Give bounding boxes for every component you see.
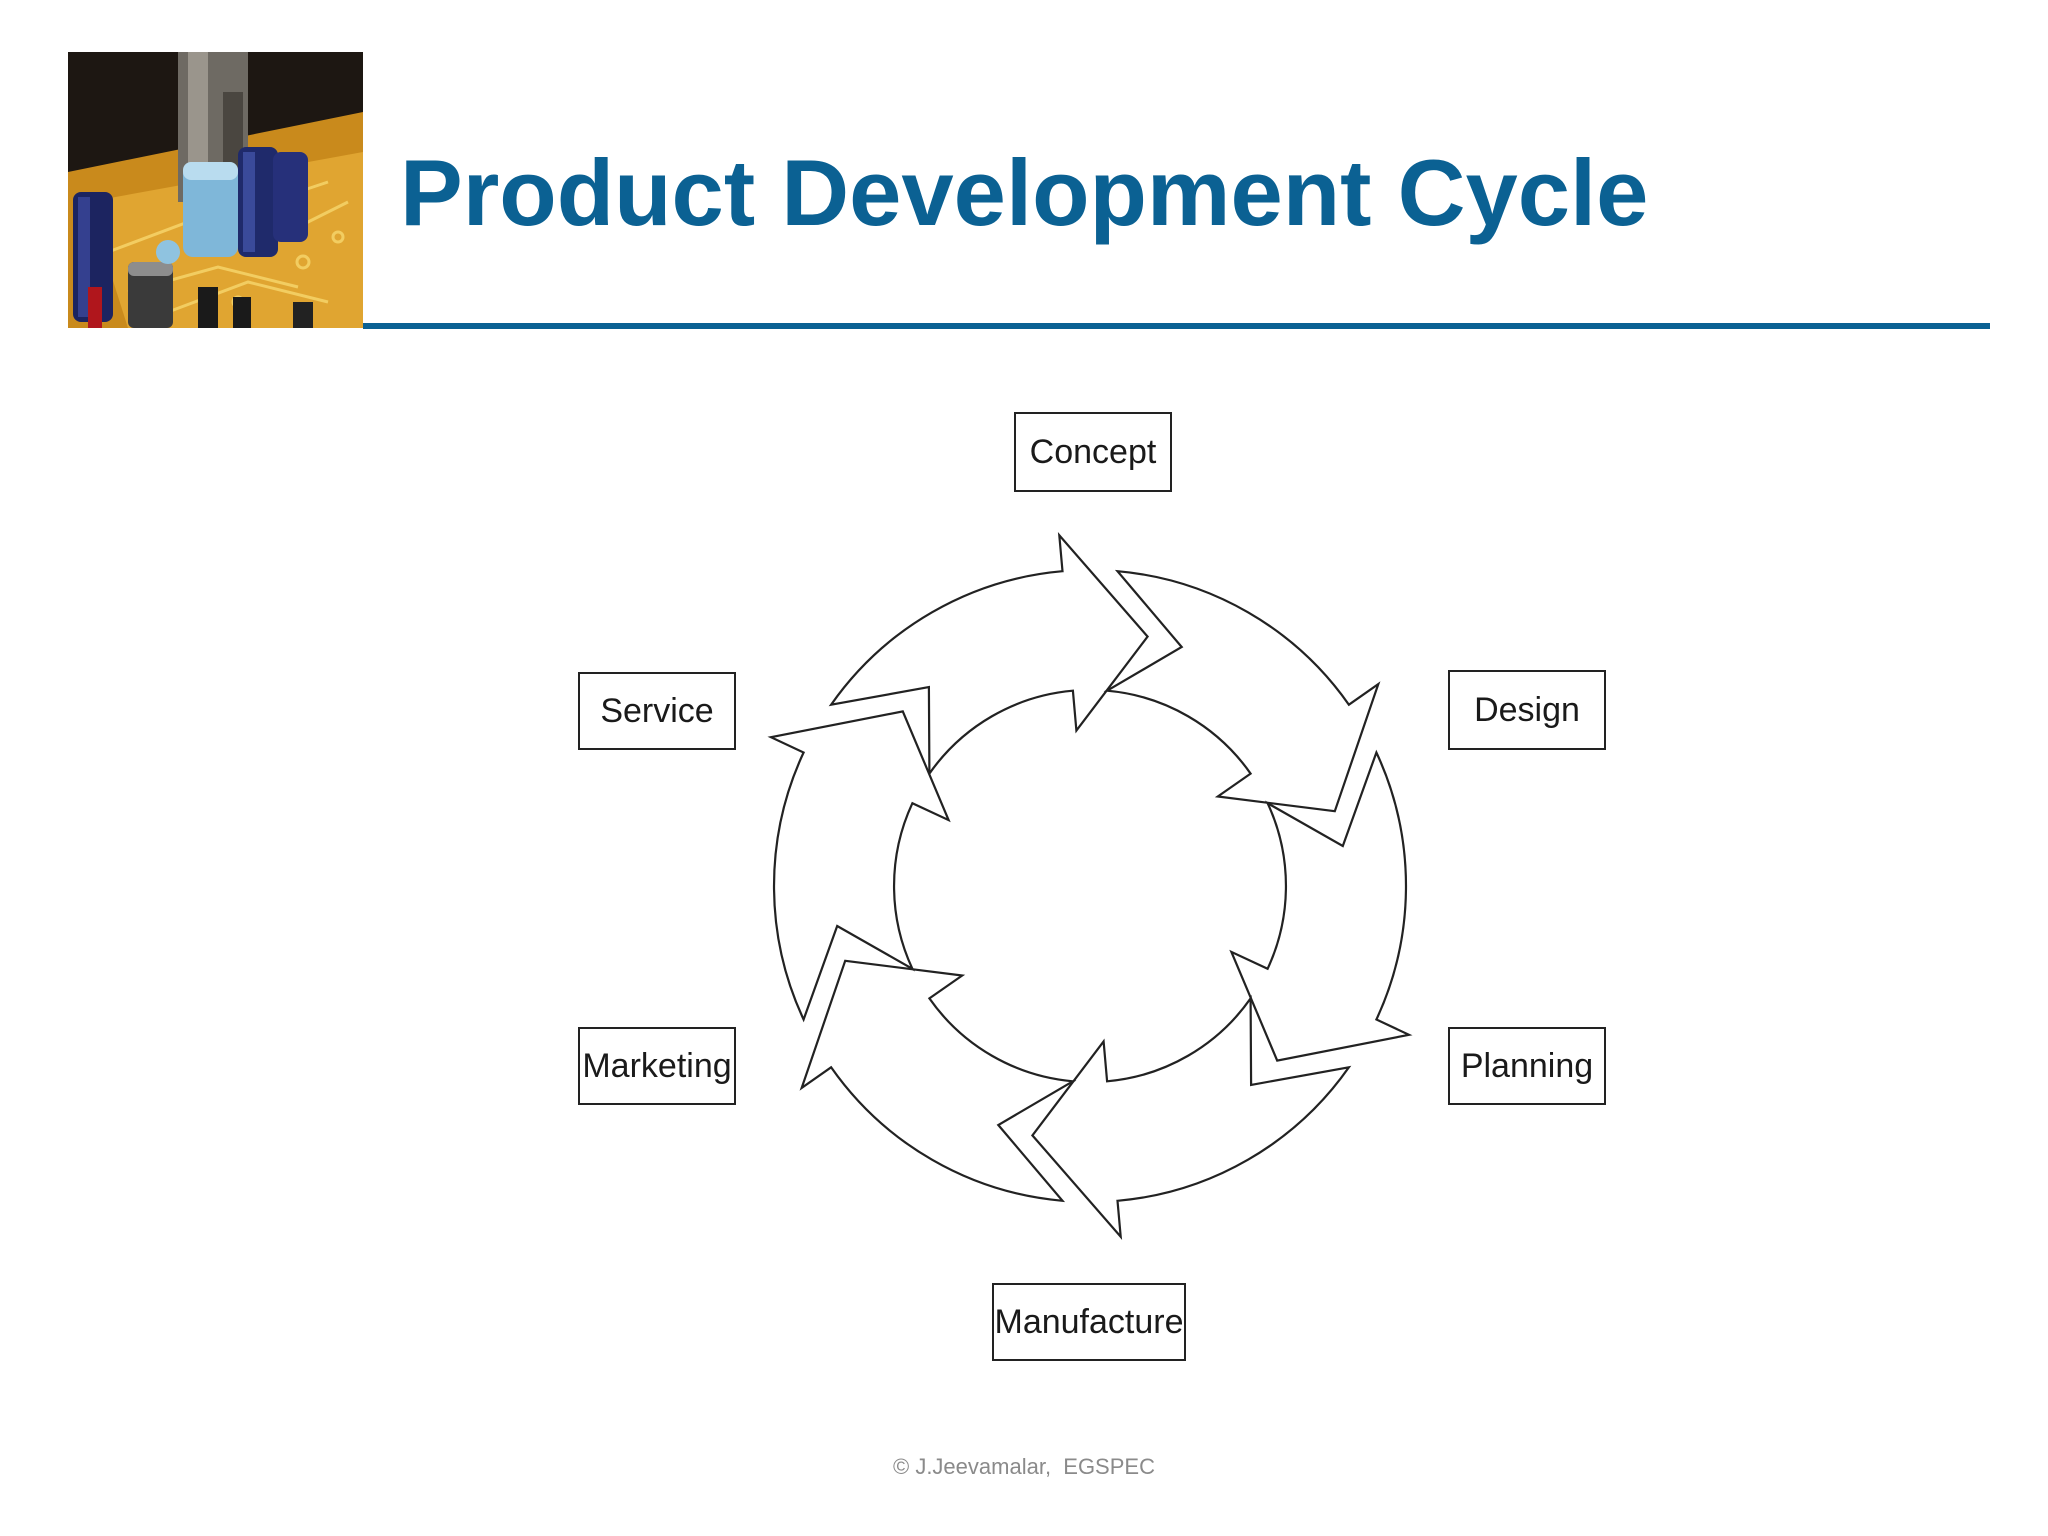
stage-planning: Planning: [1448, 1027, 1606, 1105]
page-title: Product Development Cycle: [400, 140, 1649, 245]
cycle-arrow: [1229, 749, 1413, 1062]
cycle-arrow: [767, 710, 951, 1023]
stage-marketing: Marketing: [578, 1027, 736, 1105]
footer-copyright: © J.Jeevamalar, EGSPEC: [893, 1454, 1155, 1479]
circuit-board-photo: [68, 52, 363, 328]
cycle-arrow: [799, 959, 1077, 1203]
cycle-arrow: [828, 532, 1150, 778]
cycle-arrow: [1030, 994, 1352, 1240]
stage-service: Service: [578, 672, 736, 750]
stage-manufacture: Manufacture: [992, 1283, 1186, 1361]
stage-design: Design: [1448, 670, 1606, 750]
stage-concept: Concept: [1014, 412, 1172, 492]
cycle-arrow: [1103, 569, 1381, 813]
title-underline: [363, 323, 1990, 329]
